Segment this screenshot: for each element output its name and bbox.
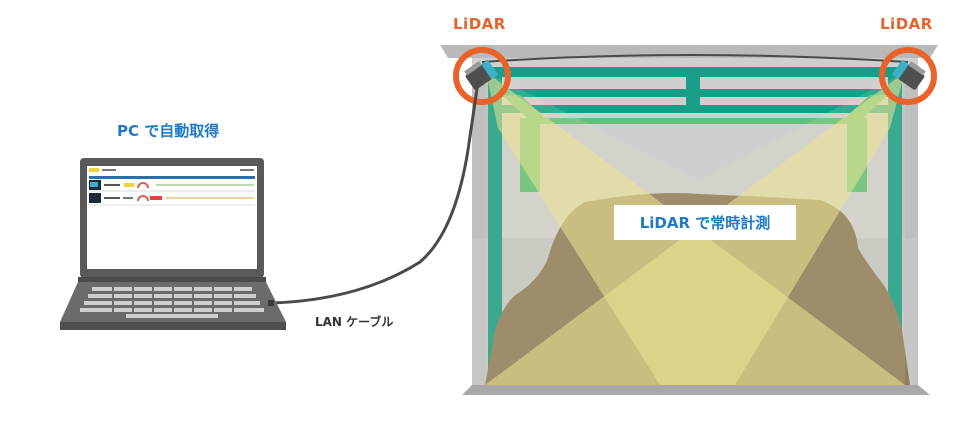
- lidar-right-sensor: [879, 47, 937, 105]
- right-edge-wall: [902, 68, 918, 238]
- lidar-left-highlight: [453, 47, 511, 105]
- laptop-hinge: [78, 277, 266, 282]
- floor: [462, 385, 930, 395]
- lan-cable-label: LAN ケーブル: [315, 315, 394, 329]
- laptop-front-edge: [60, 322, 286, 330]
- center-strut: [686, 77, 700, 113]
- left-edge-wall: [472, 68, 488, 238]
- screen-thumb-2: [89, 193, 101, 203]
- roof-cable: [481, 54, 909, 63]
- top-beam: [478, 67, 912, 77]
- screen-app-badge: [89, 168, 99, 172]
- lidar-left-sensor: [453, 47, 511, 105]
- lan-port: [268, 300, 274, 306]
- continuous-measurement-label: LiDAR で常時計測: [639, 214, 771, 232]
- screen-table-header: [89, 176, 255, 179]
- lidar-left-label: LiDAR: [453, 15, 506, 33]
- lidar-right-highlight: [879, 47, 937, 105]
- inner-header: [540, 118, 847, 124]
- laptop: [60, 158, 286, 330]
- continuous-measurement-callout: LiDAR で常時計測: [614, 205, 796, 240]
- roof: [440, 45, 938, 58]
- lan-cable: [271, 81, 480, 305]
- lidar-right-lens: [891, 59, 909, 80]
- laptop-screen: [87, 166, 257, 269]
- left-post: [488, 68, 502, 368]
- lidar-right-label: LiDAR: [880, 15, 933, 33]
- right-post: [888, 68, 902, 368]
- pc-auto-acquire-label: PC で自動取得: [117, 122, 220, 140]
- lidar-left-lens: [481, 59, 499, 80]
